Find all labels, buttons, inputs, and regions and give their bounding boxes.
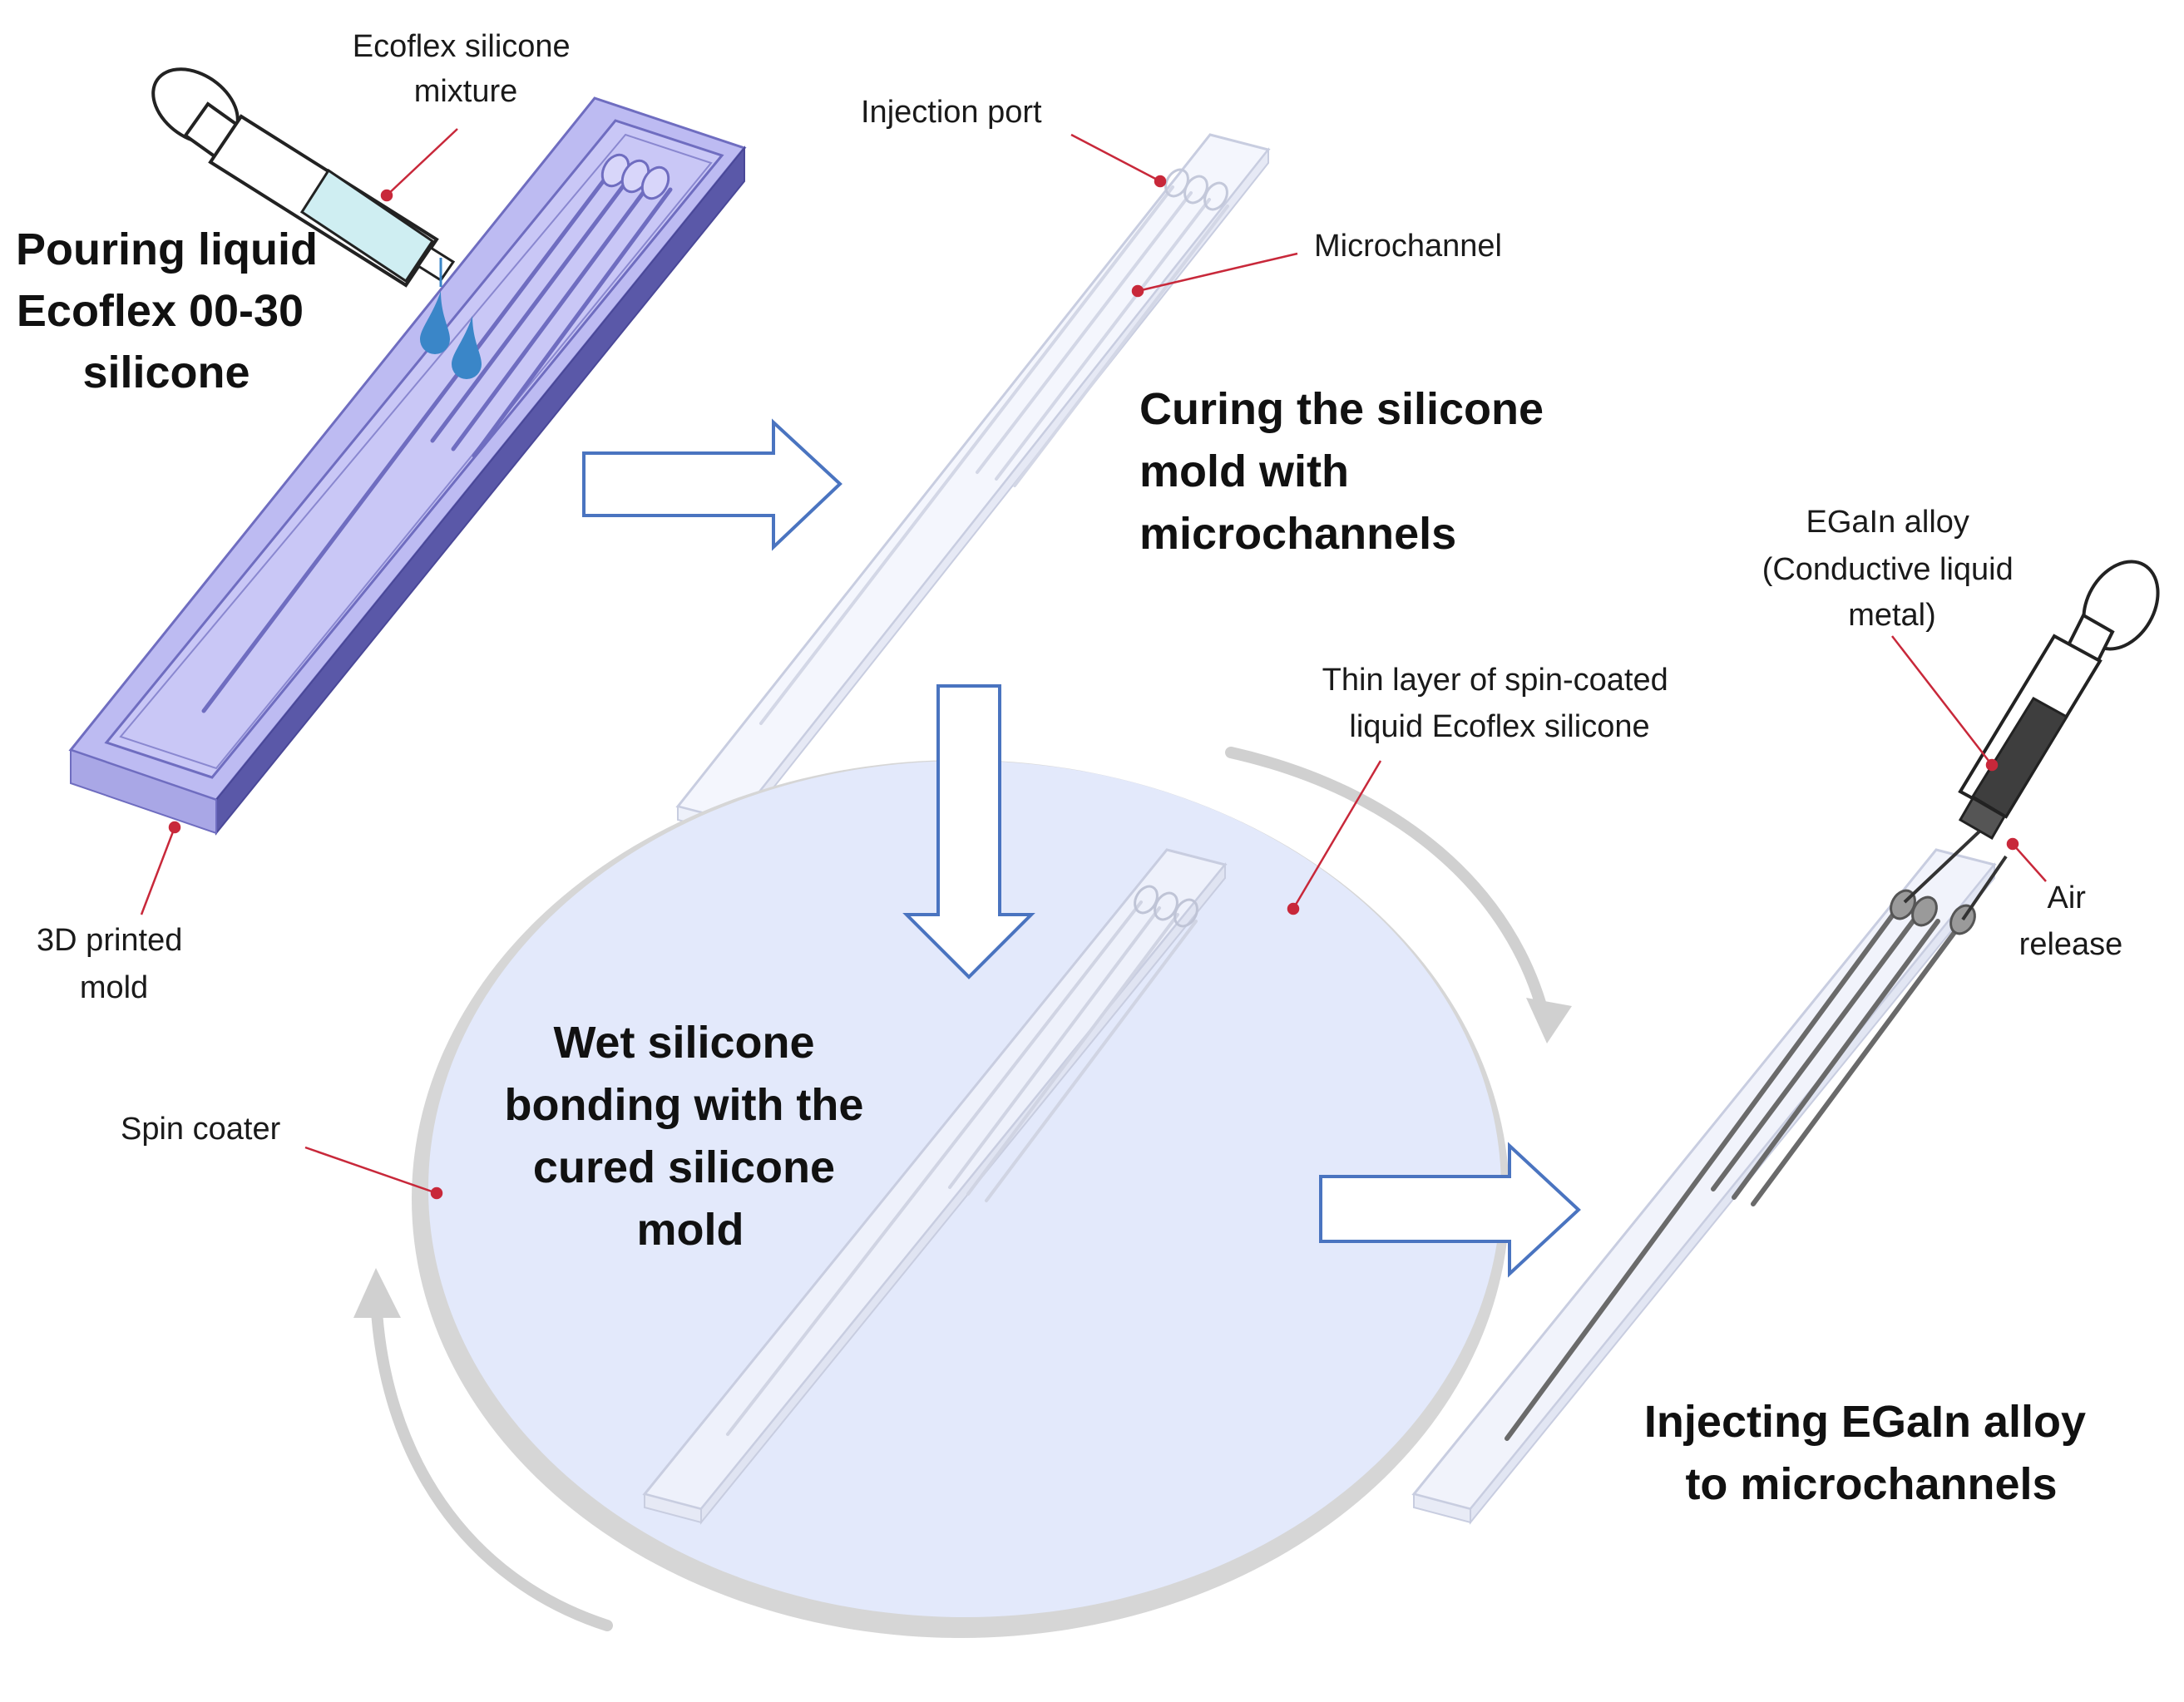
syringe-egain-icon bbox=[1903, 560, 2160, 904]
final-sensor-strip bbox=[1411, 848, 2008, 1525]
callout-microchannel: Microchannel bbox=[1314, 229, 1502, 264]
callout-air-release: Air release bbox=[2019, 881, 2123, 962]
leader-lines bbox=[140, 128, 2047, 1200]
rotation-arrowhead-bottom-icon bbox=[353, 1268, 401, 1318]
rotation-arrow-bottom-icon bbox=[370, 1291, 613, 1631]
ecoflex-drops-icon bbox=[420, 258, 482, 379]
step-title-curing: Curing the silicone mold with microchann… bbox=[1139, 384, 1556, 559]
rotation-arrow-top-icon bbox=[1225, 747, 1551, 1027]
step-title-bonding: Wet silicone bonding with the cured sili… bbox=[505, 1018, 877, 1255]
callout-3d-printed-mold: 3D printed mold bbox=[37, 923, 191, 1005]
syringe-ecoflex-icon bbox=[151, 67, 456, 288]
step-title-pouring: Pouring liquid Ecoflex 00-30 silicone bbox=[16, 224, 330, 397]
bonding-silicone-strip bbox=[642, 848, 1228, 1525]
arrow-right-1-icon bbox=[582, 418, 842, 551]
step-title-injecting: Injecting EGaIn alloy to microchannels bbox=[1644, 1397, 2098, 1509]
callout-spin-coater: Spin coater bbox=[121, 1112, 281, 1147]
3d-printed-mold bbox=[68, 96, 747, 836]
callout-egain-alloy: EGaIn alloy (Conductive liquid metal) bbox=[1762, 505, 2023, 633]
callout-injection-port: Injection port bbox=[861, 95, 1042, 130]
arrow-right-2-icon bbox=[1319, 1142, 1581, 1278]
rotation-arrowhead-top-icon bbox=[1526, 998, 1572, 1043]
arrow-down-icon bbox=[902, 684, 1035, 979]
callout-ecoflex-mixture: Ecoflex silicone mixture bbox=[353, 29, 579, 109]
callout-thin-layer: Thin layer of spin-coated liquid Ecoflex… bbox=[1322, 663, 1678, 744]
